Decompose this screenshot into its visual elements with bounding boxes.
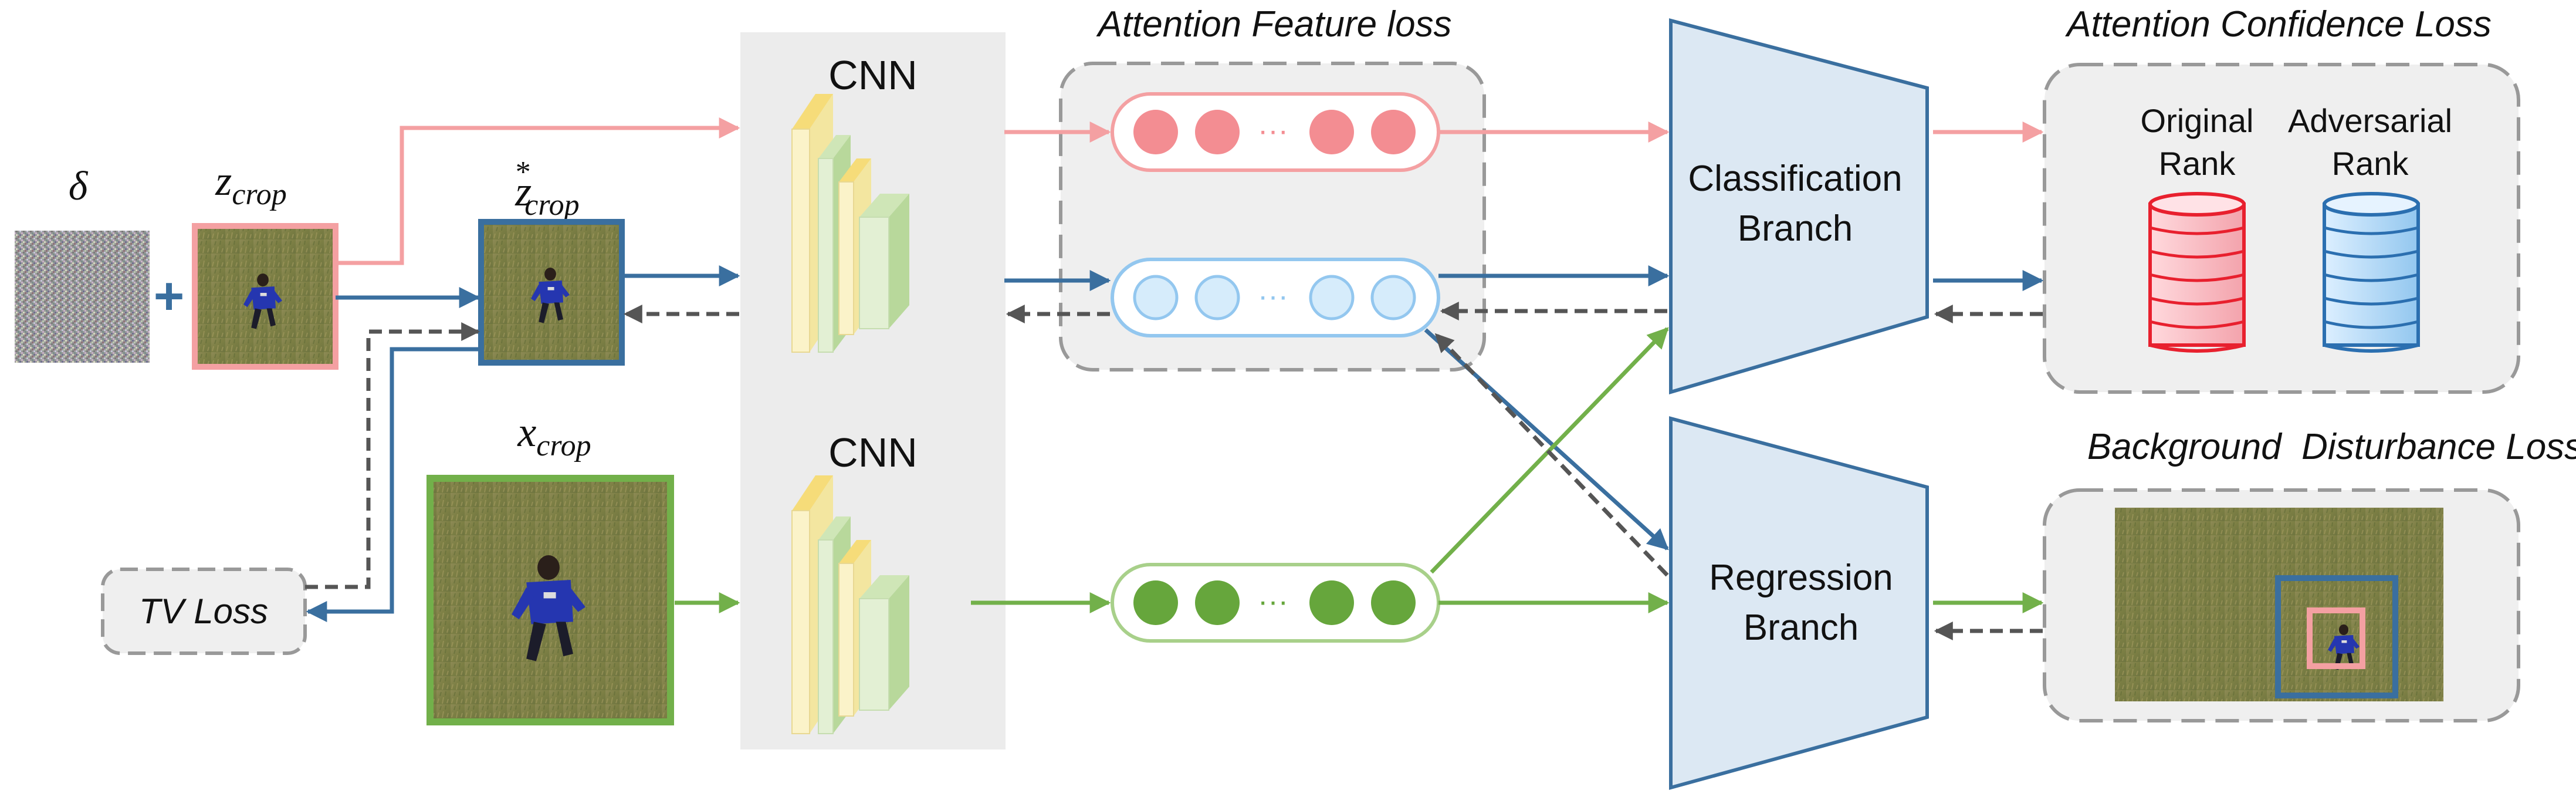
dashed-arrow-tvloss-to-zstar: [305, 322, 480, 589]
feature-ellipsis: ···: [1258, 585, 1288, 619]
feature-dot: [1309, 580, 1354, 625]
delta-label: δ: [69, 164, 89, 209]
z-star-crop-label: z*crop: [514, 156, 579, 222]
feature-dot: [1370, 275, 1416, 320]
adversarial-rank-label-1: Adversarial: [2288, 102, 2452, 139]
database-icon-adversarial: [2324, 194, 2418, 351]
feature-dot: [1195, 110, 1240, 154]
classification-branch-label-2: Branch: [1738, 208, 1853, 249]
attention-confidence-loss-title: Attention Confidence Loss: [2064, 4, 2492, 45]
feature-ellipsis: ···: [1258, 114, 1288, 148]
feature-ellipsis: ···: [1258, 279, 1288, 313]
x-crop-label: xcrop: [517, 408, 591, 462]
cnn-label-bottom: CNN: [828, 430, 918, 475]
feature-dot: [1133, 110, 1178, 154]
feature-dot: [1371, 110, 1416, 154]
dashed-arrow-regression-to-features: [1434, 333, 1669, 577]
regression-branch-label-1: Regression: [1709, 558, 1893, 598]
feature-dot: [1371, 580, 1416, 625]
regression-branch: [1669, 416, 1929, 790]
regression-branch-label-2: Branch: [1744, 607, 1859, 648]
feature-dot: [1309, 110, 1354, 154]
cnn-label-top: CNN: [828, 52, 918, 98]
classification-branch-label-1: Classification: [1688, 158, 1902, 199]
search-region-box: [2275, 575, 2398, 698]
adversarial-rank-label-2: Rank: [2332, 145, 2409, 182]
plus-sign: +: [154, 267, 185, 326]
feature-dot: [1133, 275, 1179, 320]
attention-feature-loss-title: Attention Feature loss: [1095, 4, 1451, 45]
feature-dot: [1133, 580, 1178, 625]
tv-loss-label: TV Loss: [139, 592, 268, 631]
original-rank-label-1: Original: [2141, 102, 2254, 139]
tv-loss-box: [101, 568, 307, 655]
noise-image: [15, 231, 150, 363]
original-rank-label-2: Rank: [2159, 145, 2236, 182]
z-crop-label: zcrop: [215, 157, 286, 211]
arrow-blue-zstar-to-tvloss: [306, 347, 481, 622]
feature-dot: [1195, 580, 1240, 625]
classification-branch: [1669, 18, 1929, 395]
target-box: [2307, 607, 2365, 669]
database-icon-original: [2150, 194, 2244, 351]
arrow-blue-features-to-regression: [1424, 328, 1669, 551]
background-disturbance-loss-title: Background Disturbance Loss: [2087, 427, 2576, 467]
feature-dot: [1309, 275, 1355, 320]
feature-row-blue: [1111, 258, 1440, 337]
arrow-pink-zcrop-to-cnn: [336, 117, 740, 265]
feature-dot: [1194, 275, 1240, 320]
